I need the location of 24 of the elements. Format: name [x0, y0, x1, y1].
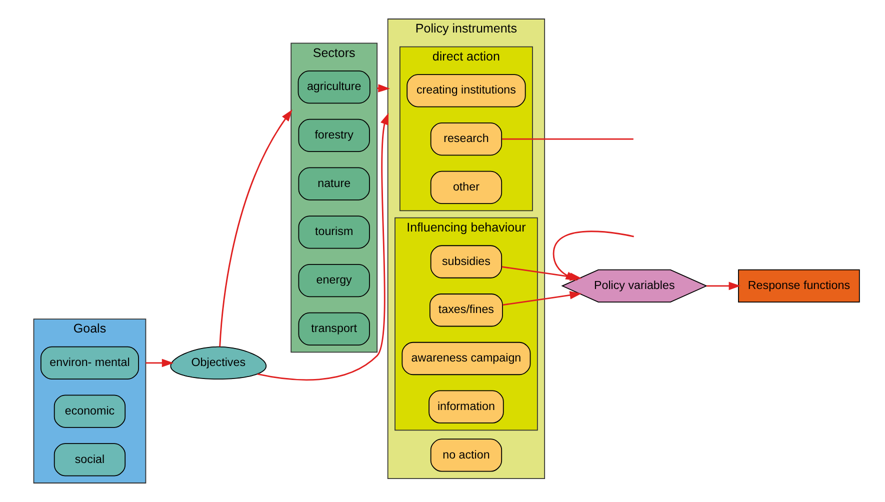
node-box: taxes/fines — [428, 294, 502, 327]
node-box: awareness campaign — [401, 342, 530, 376]
arrow — [502, 291, 582, 306]
node-box: economic — [53, 394, 126, 428]
node-box: Response functions — [738, 269, 860, 302]
node-box: environ- mental — [40, 346, 138, 380]
connector — [501, 138, 633, 140]
node-box: research — [430, 122, 502, 156]
node-box: tourism — [298, 216, 370, 249]
arrow — [218, 110, 292, 347]
node-box: creating institutions — [406, 74, 526, 108]
node-box: information — [428, 390, 504, 424]
node-box: subsidies — [430, 245, 502, 278]
node-box: agriculture — [297, 70, 370, 104]
node-box: forestry — [298, 118, 370, 152]
arrow — [145, 358, 174, 368]
node-box: no action — [430, 438, 502, 472]
arrow — [256, 112, 388, 381]
node-box: other — [430, 170, 502, 204]
node-box: nature — [298, 167, 370, 200]
arrow — [706, 282, 740, 290]
node-box: social — [53, 443, 126, 476]
node-box: energy — [298, 264, 370, 298]
node-box: transport — [298, 312, 370, 346]
